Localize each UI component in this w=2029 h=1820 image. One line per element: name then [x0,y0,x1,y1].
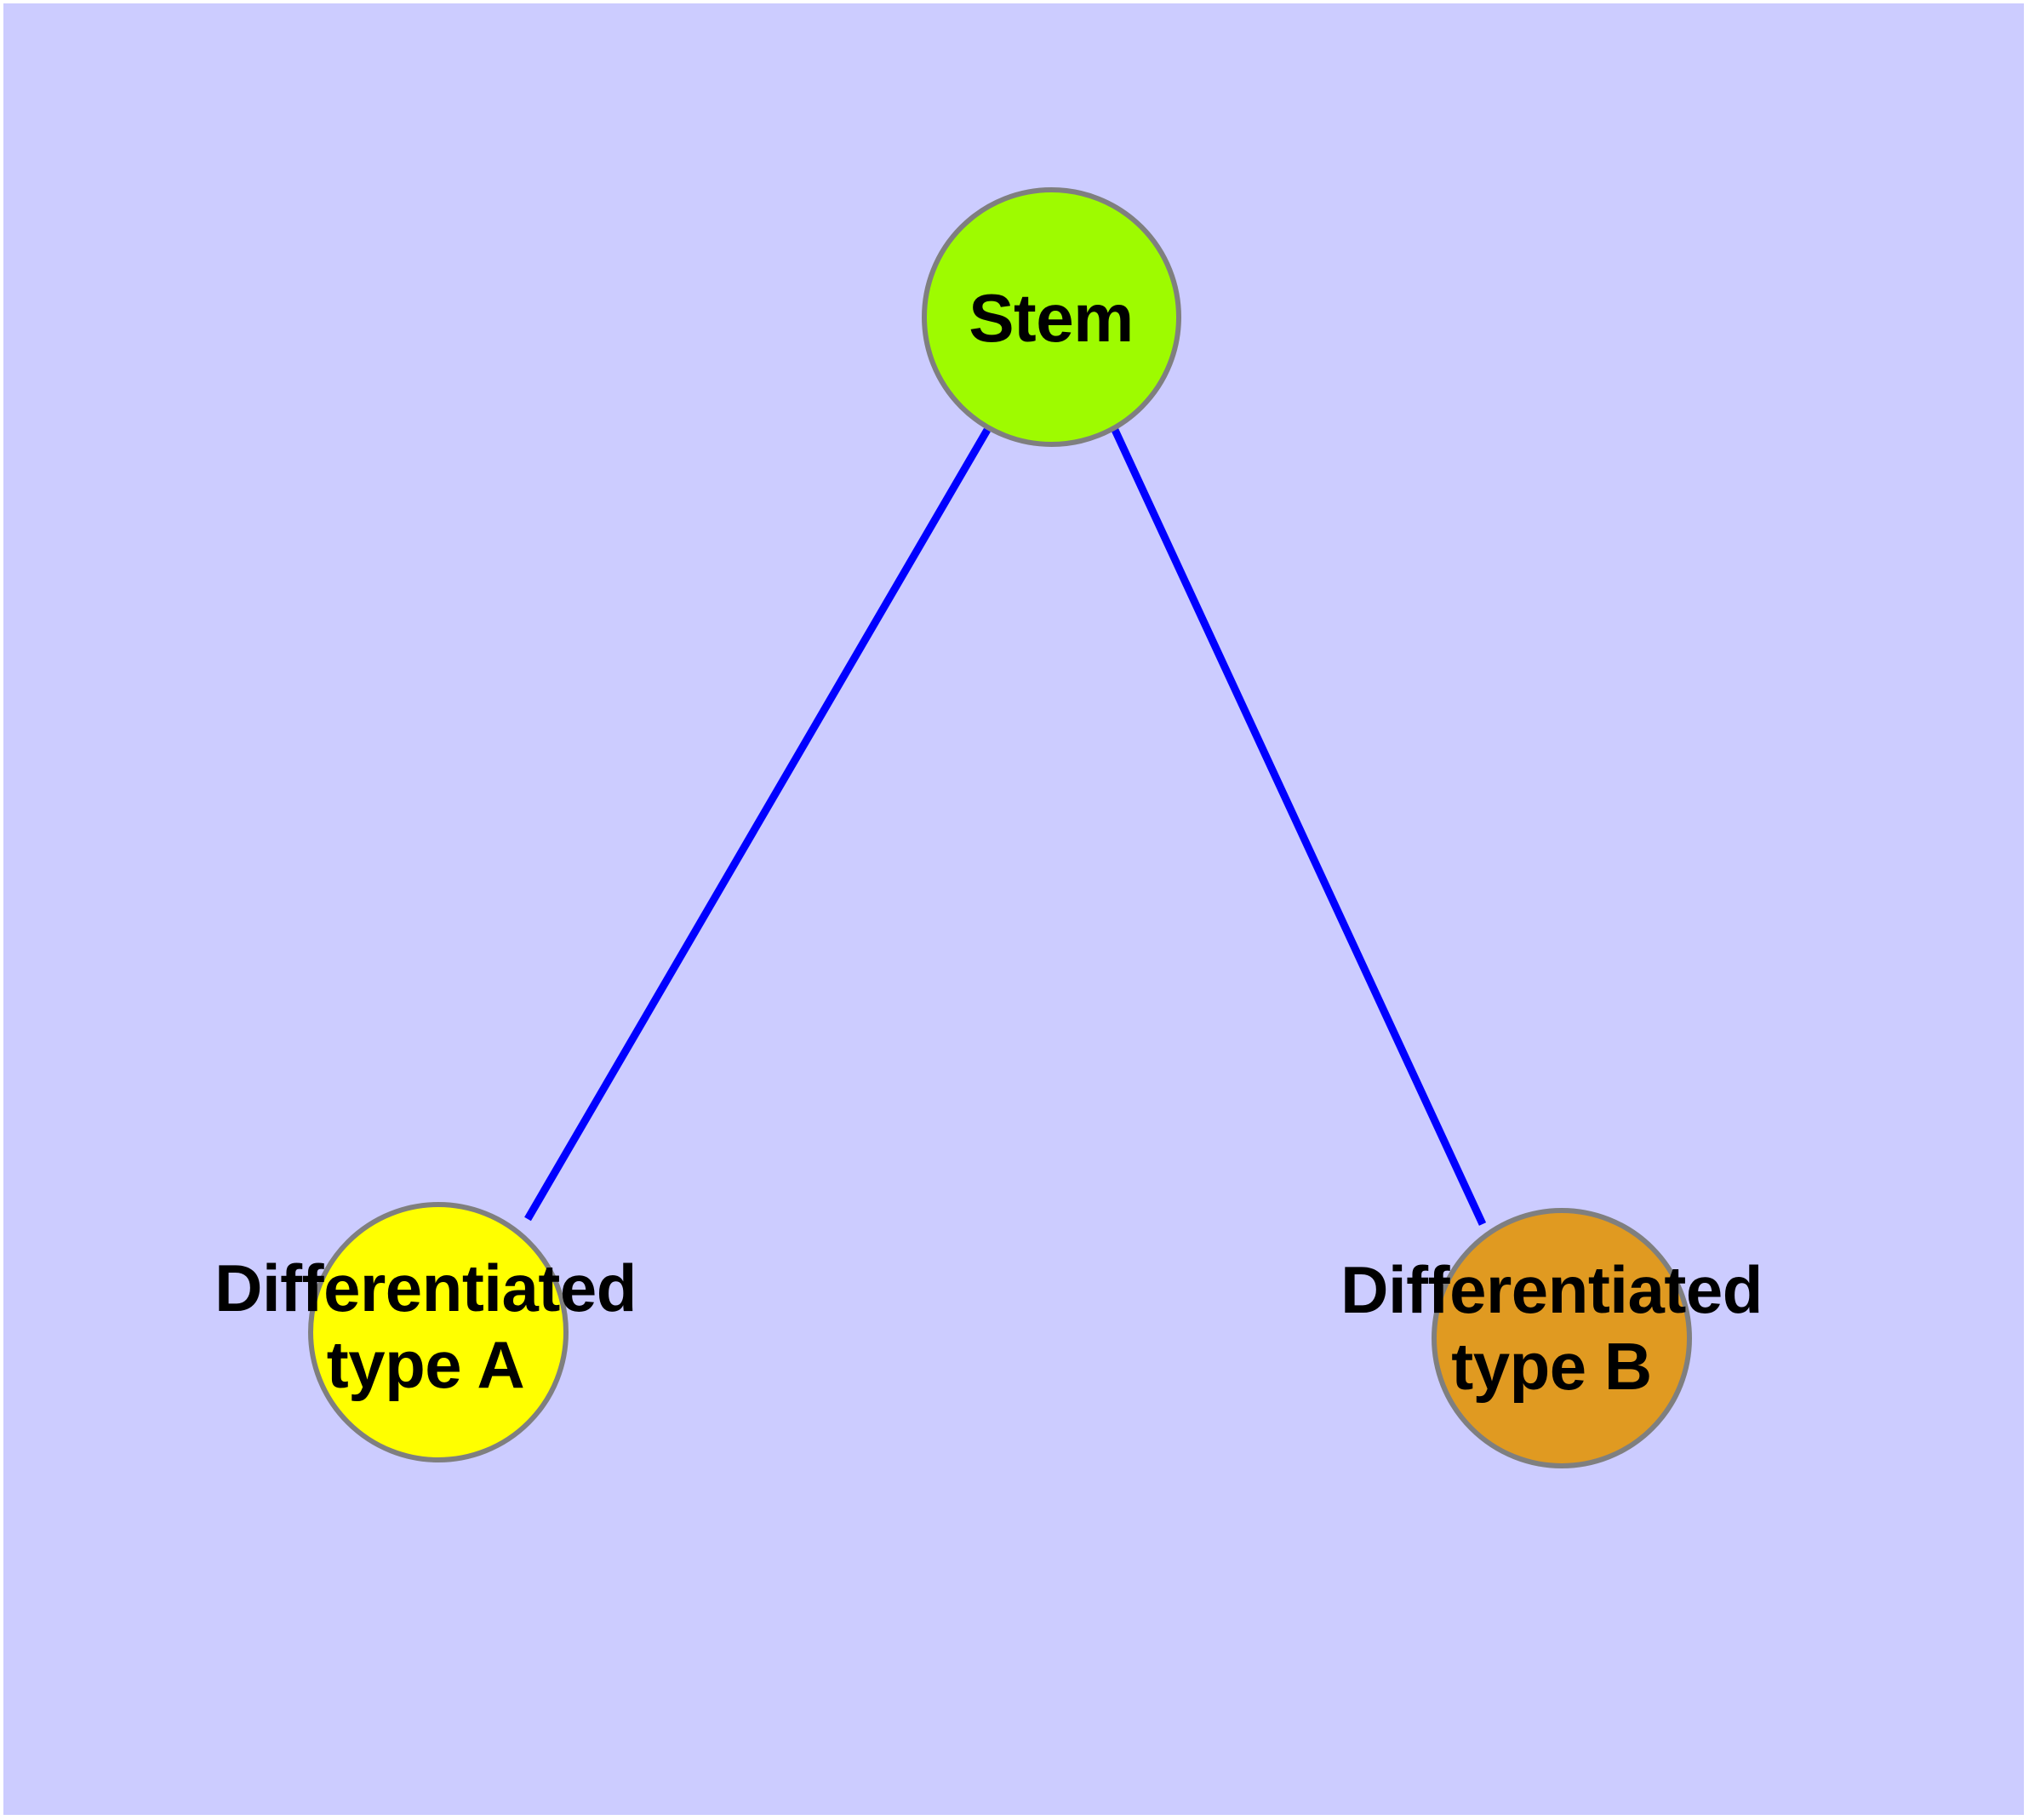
node-differentiated-type-b[interactable] [1432,1208,1692,1468]
node-stem[interactable] [922,187,1181,447]
node-differentiated-type-a[interactable] [308,1202,569,1462]
